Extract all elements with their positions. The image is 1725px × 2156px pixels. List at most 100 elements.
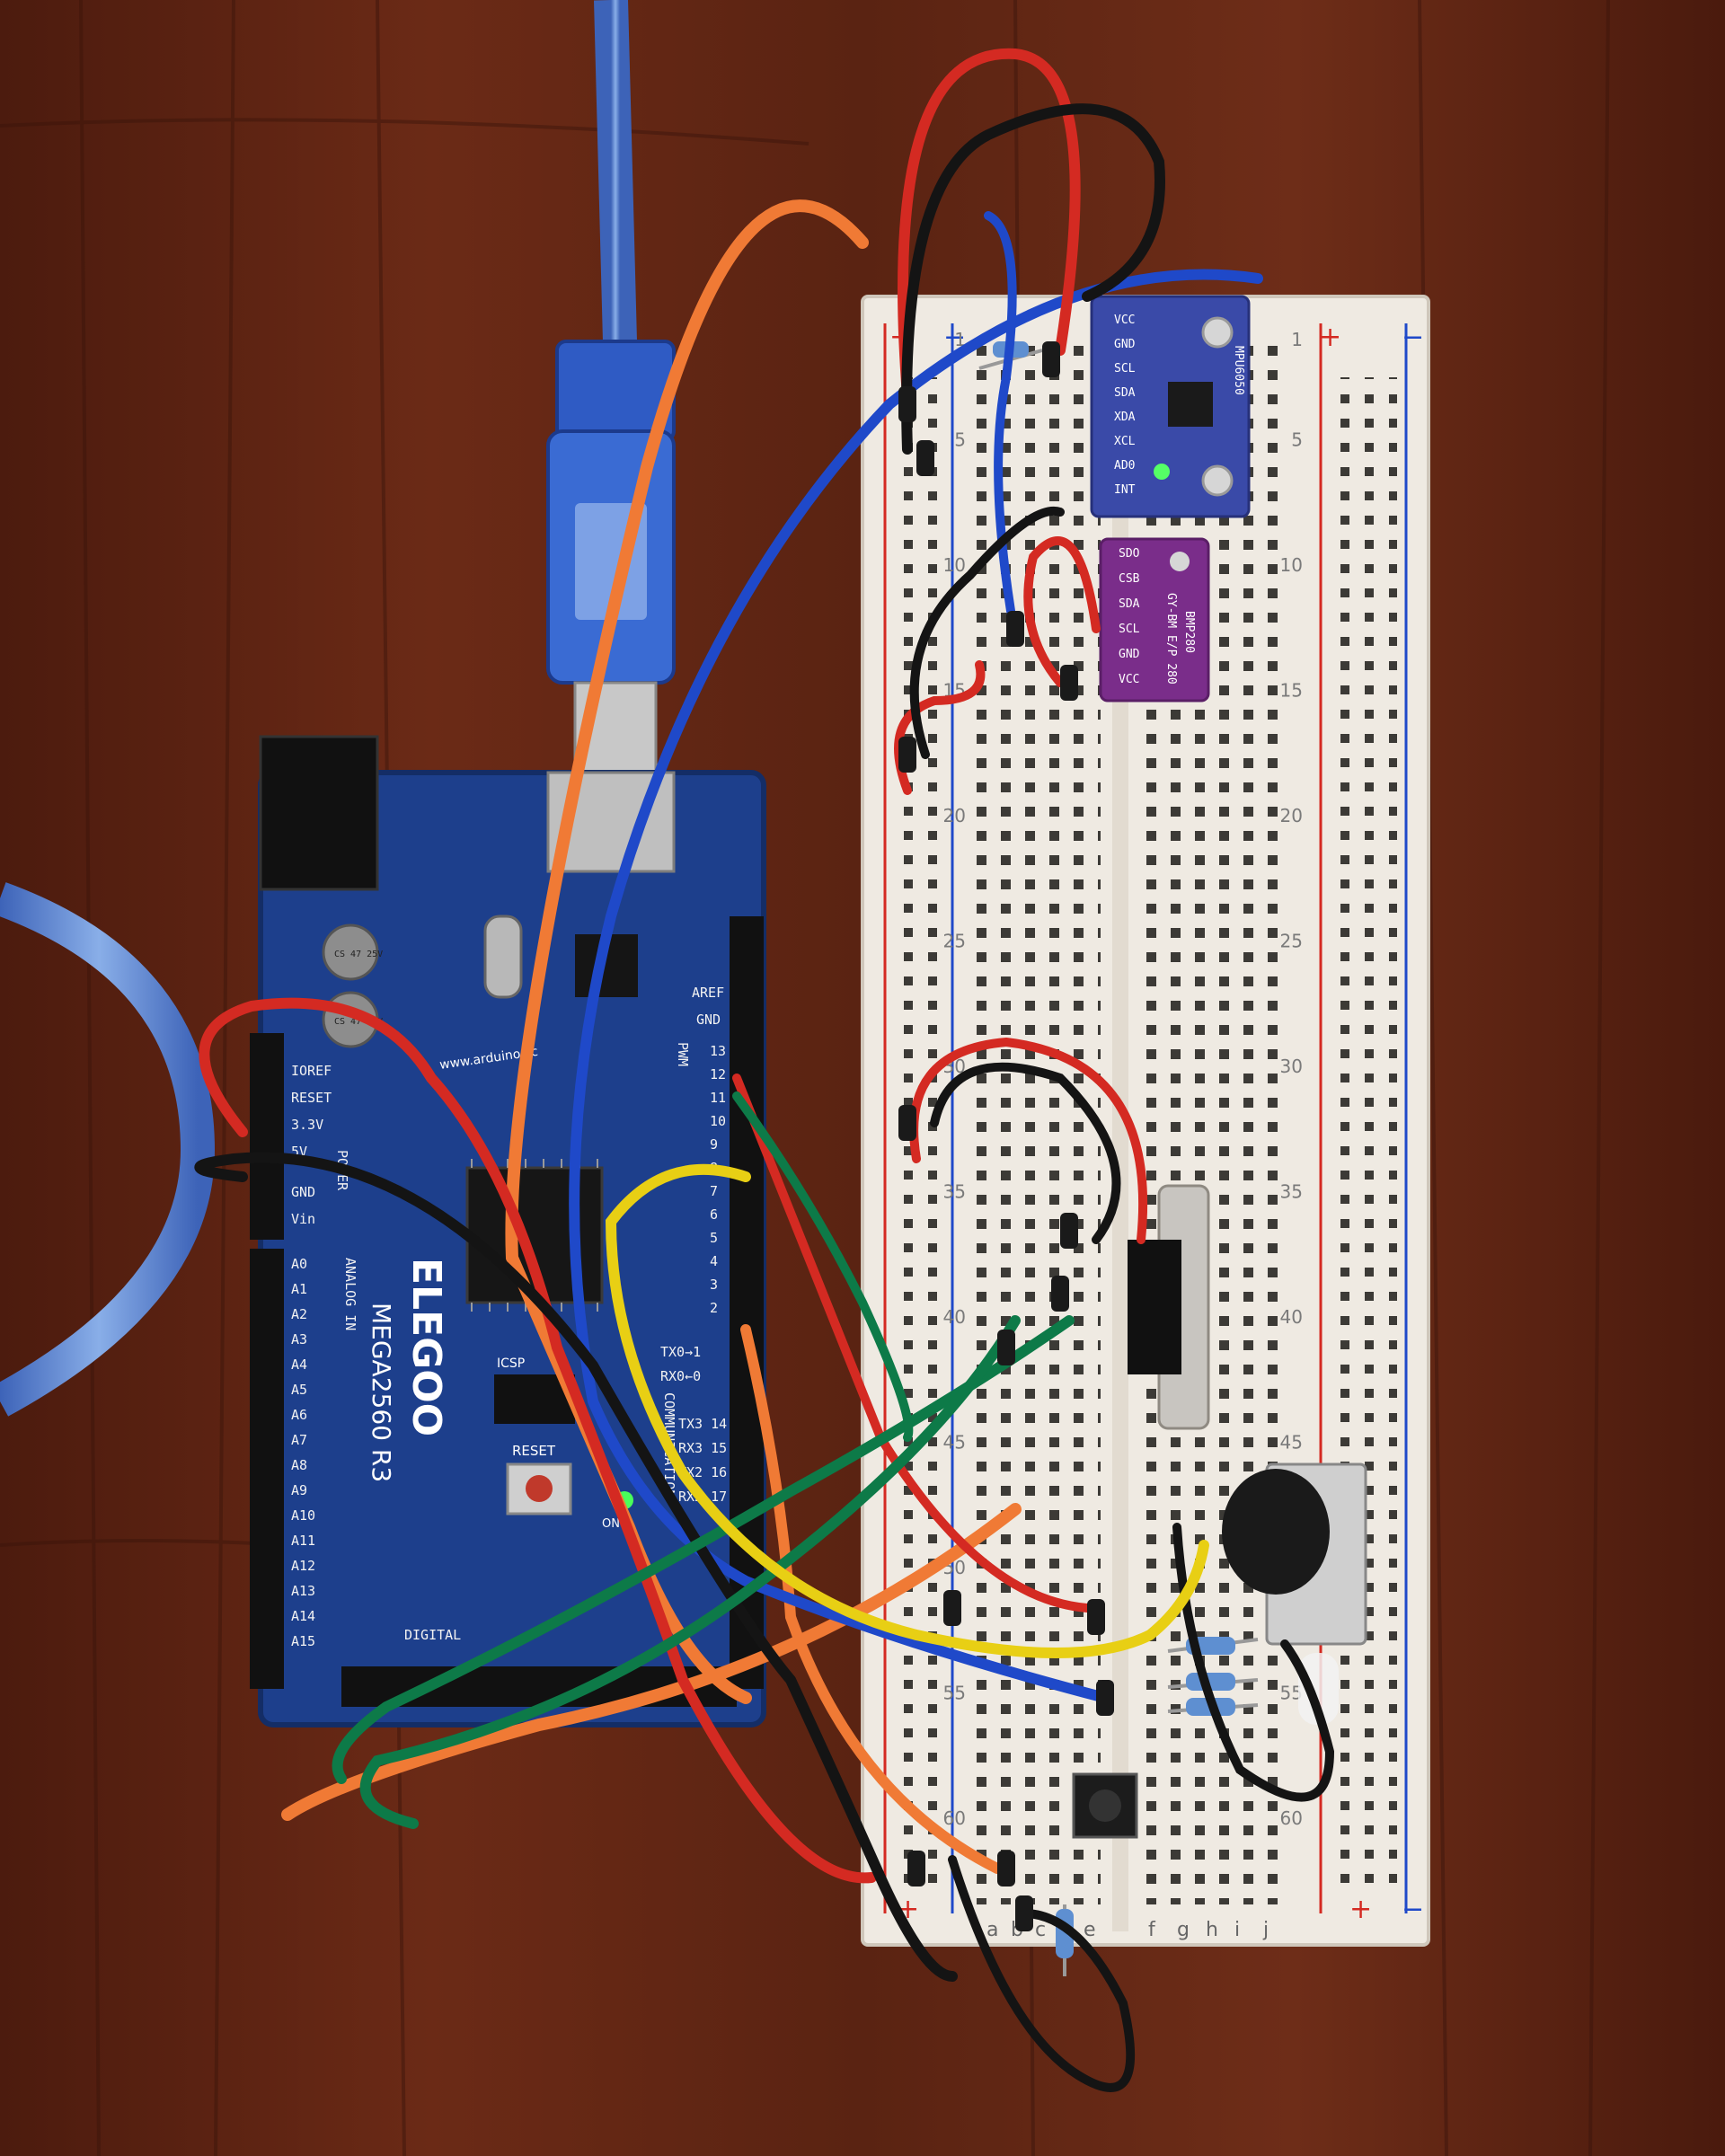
mpu-pin-int: INT [1114, 483, 1136, 497]
bmp-pin-sda: SDA [1119, 597, 1140, 611]
row-number-right-1: 1 [1291, 329, 1303, 350]
wire-red-2 [1023, 536, 1101, 687]
row-number-right-10: 10 [1280, 554, 1303, 576]
mpu-pin-vcc: VCC [1114, 314, 1135, 327]
capacitor-label-1: CS 47 25V [334, 950, 383, 959]
push-button [1072, 1772, 1138, 1839]
analog-pin-label-a9: A9 [291, 1482, 307, 1498]
row-number-right-35: 35 [1280, 1181, 1303, 1203]
analog-header-label: ANALOG IN [342, 1258, 358, 1330]
row-number-right-45: 45 [1280, 1432, 1303, 1454]
analog-pin-label-a1: A1 [291, 1281, 307, 1297]
row-number-left-55: 55 [943, 1683, 966, 1704]
power-header [250, 1033, 284, 1240]
wire-red-4 [199, 997, 877, 1884]
column-letter-g: g [1177, 1919, 1190, 1941]
rail-minus-bottom-right: − [1402, 1894, 1424, 1925]
analog-pin-label-a10: A10 [291, 1507, 315, 1524]
analog-pin-label-a3: A3 [291, 1331, 307, 1348]
pin-label-gnd-right: GND [696, 1012, 721, 1028]
row-number-left-45: 45 [943, 1432, 966, 1454]
capacitor-label-2: CS 47 25V [334, 1017, 383, 1027]
bmp-pin-scl: SCL [1119, 623, 1140, 636]
pwm-header-label: PWM [675, 1042, 691, 1066]
rail-plus-bottom-right: + [1349, 1894, 1372, 1925]
pin-label-3v3: 3.3V [291, 1117, 323, 1133]
wire-black-1 [901, 103, 1165, 455]
pwm-pin-label-2: 2 [710, 1300, 718, 1316]
mpu-pin-gnd: GND [1114, 338, 1136, 351]
analog-pin-label-a12: A12 [291, 1558, 315, 1574]
row-number-left-35: 35 [943, 1181, 966, 1203]
mpu-pin-xcl: XCL [1114, 435, 1136, 448]
mpu-pin-sda: SDA [1114, 386, 1136, 400]
wire-black-6 [1172, 1523, 1335, 1802]
pin-label-tx3: TX3 14 [678, 1416, 727, 1432]
bmp-model-label: BMP280 [1182, 611, 1196, 653]
wire-red-5 [909, 1037, 1148, 1244]
pin-label-tx0: TX0→1 [660, 1344, 701, 1360]
wire-red-6 [732, 1074, 1092, 1613]
row-number-left-20: 20 [943, 805, 966, 826]
pin-label-gnd: GND [291, 1184, 315, 1200]
mpu-mount-hole-1 [1201, 316, 1234, 349]
row-number-left-5: 5 [954, 429, 966, 451]
mpu-mount-hole-2 [1201, 464, 1234, 497]
analog-pin-label-a13: A13 [291, 1583, 315, 1599]
wire-green-3 [732, 1091, 914, 1442]
pin-label-ioref: IOREF [291, 1063, 332, 1079]
row-number-right-20: 20 [1280, 805, 1303, 826]
wire-pin-ends [898, 341, 1114, 1931]
pin-label-reset: RESET [291, 1090, 332, 1106]
column-letter-c: c [1035, 1919, 1046, 1941]
analog-pin-label-a5: A5 [291, 1382, 307, 1398]
resistor-2 [1167, 1673, 1259, 1691]
row-number-right-40: 40 [1280, 1306, 1303, 1328]
column-letters: abcdefghij [986, 1919, 1269, 1941]
row-number-right-15: 15 [1280, 680, 1303, 702]
pin-label-rx0: RX0←0 [660, 1368, 701, 1384]
wire-black-3 [194, 1152, 958, 1982]
rgb-led [1298, 1653, 1339, 1725]
mpu-power-led [1154, 464, 1170, 480]
analog-pin-label-a6: A6 [291, 1407, 307, 1423]
column-letter-a: a [986, 1919, 998, 1941]
capacitor-1 [322, 923, 379, 981]
brand-logo-text: ELEGOO [403, 1258, 449, 1436]
column-letter-j: j [1262, 1919, 1269, 1941]
right-rail-holes [1330, 377, 1397, 1886]
bmp-gy-label: GY-BM E/P 280 [1164, 593, 1178, 685]
row-number-right-5: 5 [1291, 429, 1303, 451]
column-letter-h: h [1206, 1919, 1218, 1941]
wire-red-1 [898, 48, 1081, 401]
icsp-label: ICSP [497, 1356, 525, 1371]
wire-blue-1 [569, 269, 1263, 1703]
center-channel [1112, 305, 1128, 1931]
pin-label-aref: AREF [692, 985, 724, 1001]
analog-pin-label-a4: A4 [291, 1356, 307, 1373]
pwm-pin-label-7: 7 [710, 1183, 718, 1199]
analog-pin-label-a8: A8 [291, 1457, 307, 1473]
wire-orange-3 [281, 1503, 1022, 1821]
analog-pin-label-a14: A14 [291, 1608, 315, 1624]
row-number-left-25: 25 [943, 931, 966, 952]
pwm-pin-label-4: 4 [710, 1253, 718, 1269]
on-led-label: ON [602, 1517, 620, 1531]
bmp-pin-vcc: VCC [1119, 673, 1139, 686]
pwm-pin-label-6: 6 [710, 1206, 718, 1223]
mpu-pin-ad0: AD0 [1114, 459, 1135, 473]
jumper-wires [194, 48, 1335, 2092]
mpu-pin-scl: SCL [1114, 362, 1136, 376]
mpu-pin-xda: XDA [1114, 411, 1136, 424]
mpu-model-label: MPU6050 [1232, 346, 1245, 395]
column-letter-i: i [1234, 1919, 1240, 1941]
wire-green-1 [332, 1315, 1075, 1784]
pwm-pin-label-9: 9 [710, 1136, 718, 1153]
digital-header-label: DIGITAL [404, 1627, 461, 1643]
rail-plus-top-right: + [1319, 322, 1341, 353]
row-number-left-1: 1 [954, 329, 966, 350]
